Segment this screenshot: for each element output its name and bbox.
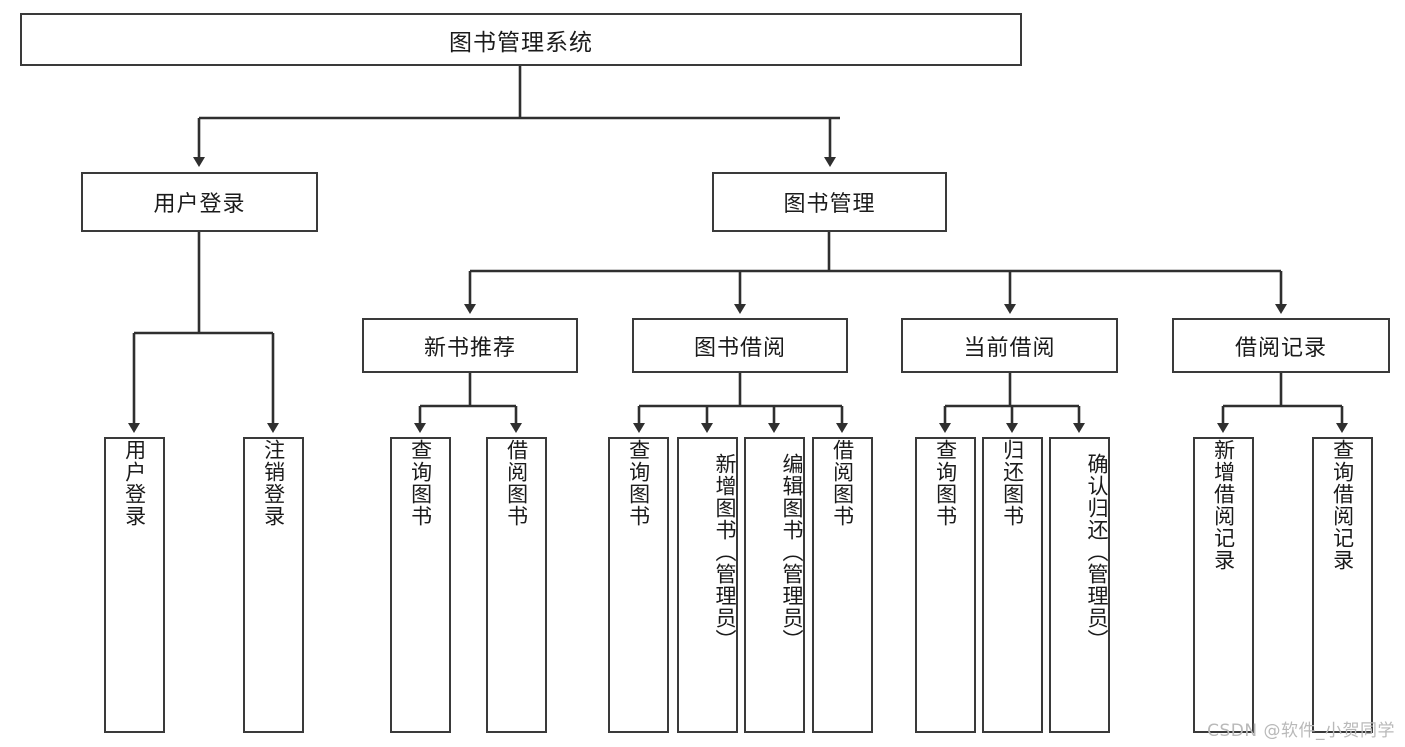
node-label: 归还图书	[1000, 439, 1025, 527]
leaf-logout[interactable]: 注销登录	[243, 437, 304, 733]
node-label: 查询图书	[408, 439, 433, 527]
node-label: 新增借阅记录	[1211, 439, 1236, 571]
watermark-credit: CSDN @软件_小贺同学	[1207, 721, 1395, 741]
node-label: 借阅记录	[1234, 335, 1327, 361]
node-current-borrow[interactable]: 当前借阅	[901, 318, 1118, 373]
leaf-query-book[interactable]: 查询图书	[608, 437, 669, 733]
leaf-borrow-book[interactable]: 借阅图书	[812, 437, 873, 733]
node-label: 图书管理系统	[449, 29, 593, 56]
leaf-add-book-admin[interactable]: 新增图书（管理员）	[677, 437, 738, 733]
leaf-user-login[interactable]: 用户登录	[104, 437, 165, 733]
node-borrow-record[interactable]: 借阅记录	[1172, 318, 1390, 373]
node-label: 确认归还（管理员）	[1085, 453, 1109, 651]
leaf-borrow-book-new[interactable]: 借阅图书	[486, 437, 547, 733]
node-label: 新书推荐	[423, 335, 516, 361]
node-user-login[interactable]: 用户登录	[81, 172, 318, 232]
node-book-borrow[interactable]: 图书借阅	[632, 318, 848, 373]
leaf-query-borrow-record[interactable]: 查询借阅记录	[1312, 437, 1373, 733]
node-label: 查询图书	[933, 439, 958, 527]
leaf-query-book-current[interactable]: 查询图书	[915, 437, 976, 733]
node-root-system[interactable]: 图书管理系统	[20, 13, 1022, 66]
leaf-confirm-return-admin[interactable]: 确认归还（管理员）	[1049, 437, 1110, 733]
node-book-management[interactable]: 图书管理	[712, 172, 947, 232]
node-label: 查询借阅记录	[1330, 439, 1355, 571]
leaf-edit-book-admin[interactable]: 编辑图书（管理员）	[744, 437, 805, 733]
node-label: 编辑图书（管理员）	[780, 453, 804, 651]
node-label: 注销登录	[261, 439, 286, 527]
node-label: 借阅图书	[504, 439, 529, 527]
node-label: 用户登录	[122, 439, 147, 527]
node-label: 图书借阅	[693, 335, 786, 361]
leaf-query-book-new[interactable]: 查询图书	[390, 437, 451, 733]
node-label: 图书管理	[783, 192, 876, 217]
node-label: 用户登录	[153, 192, 246, 217]
leaf-return-book[interactable]: 归还图书	[982, 437, 1043, 733]
leaf-add-borrow-record[interactable]: 新增借阅记录	[1193, 437, 1254, 733]
node-label: 查询图书	[626, 439, 651, 527]
node-label: 新增图书（管理员）	[713, 453, 737, 651]
node-label: 借阅图书	[830, 439, 855, 527]
node-label: 当前借阅	[963, 335, 1056, 361]
node-new-book-recommend[interactable]: 新书推荐	[362, 318, 578, 373]
